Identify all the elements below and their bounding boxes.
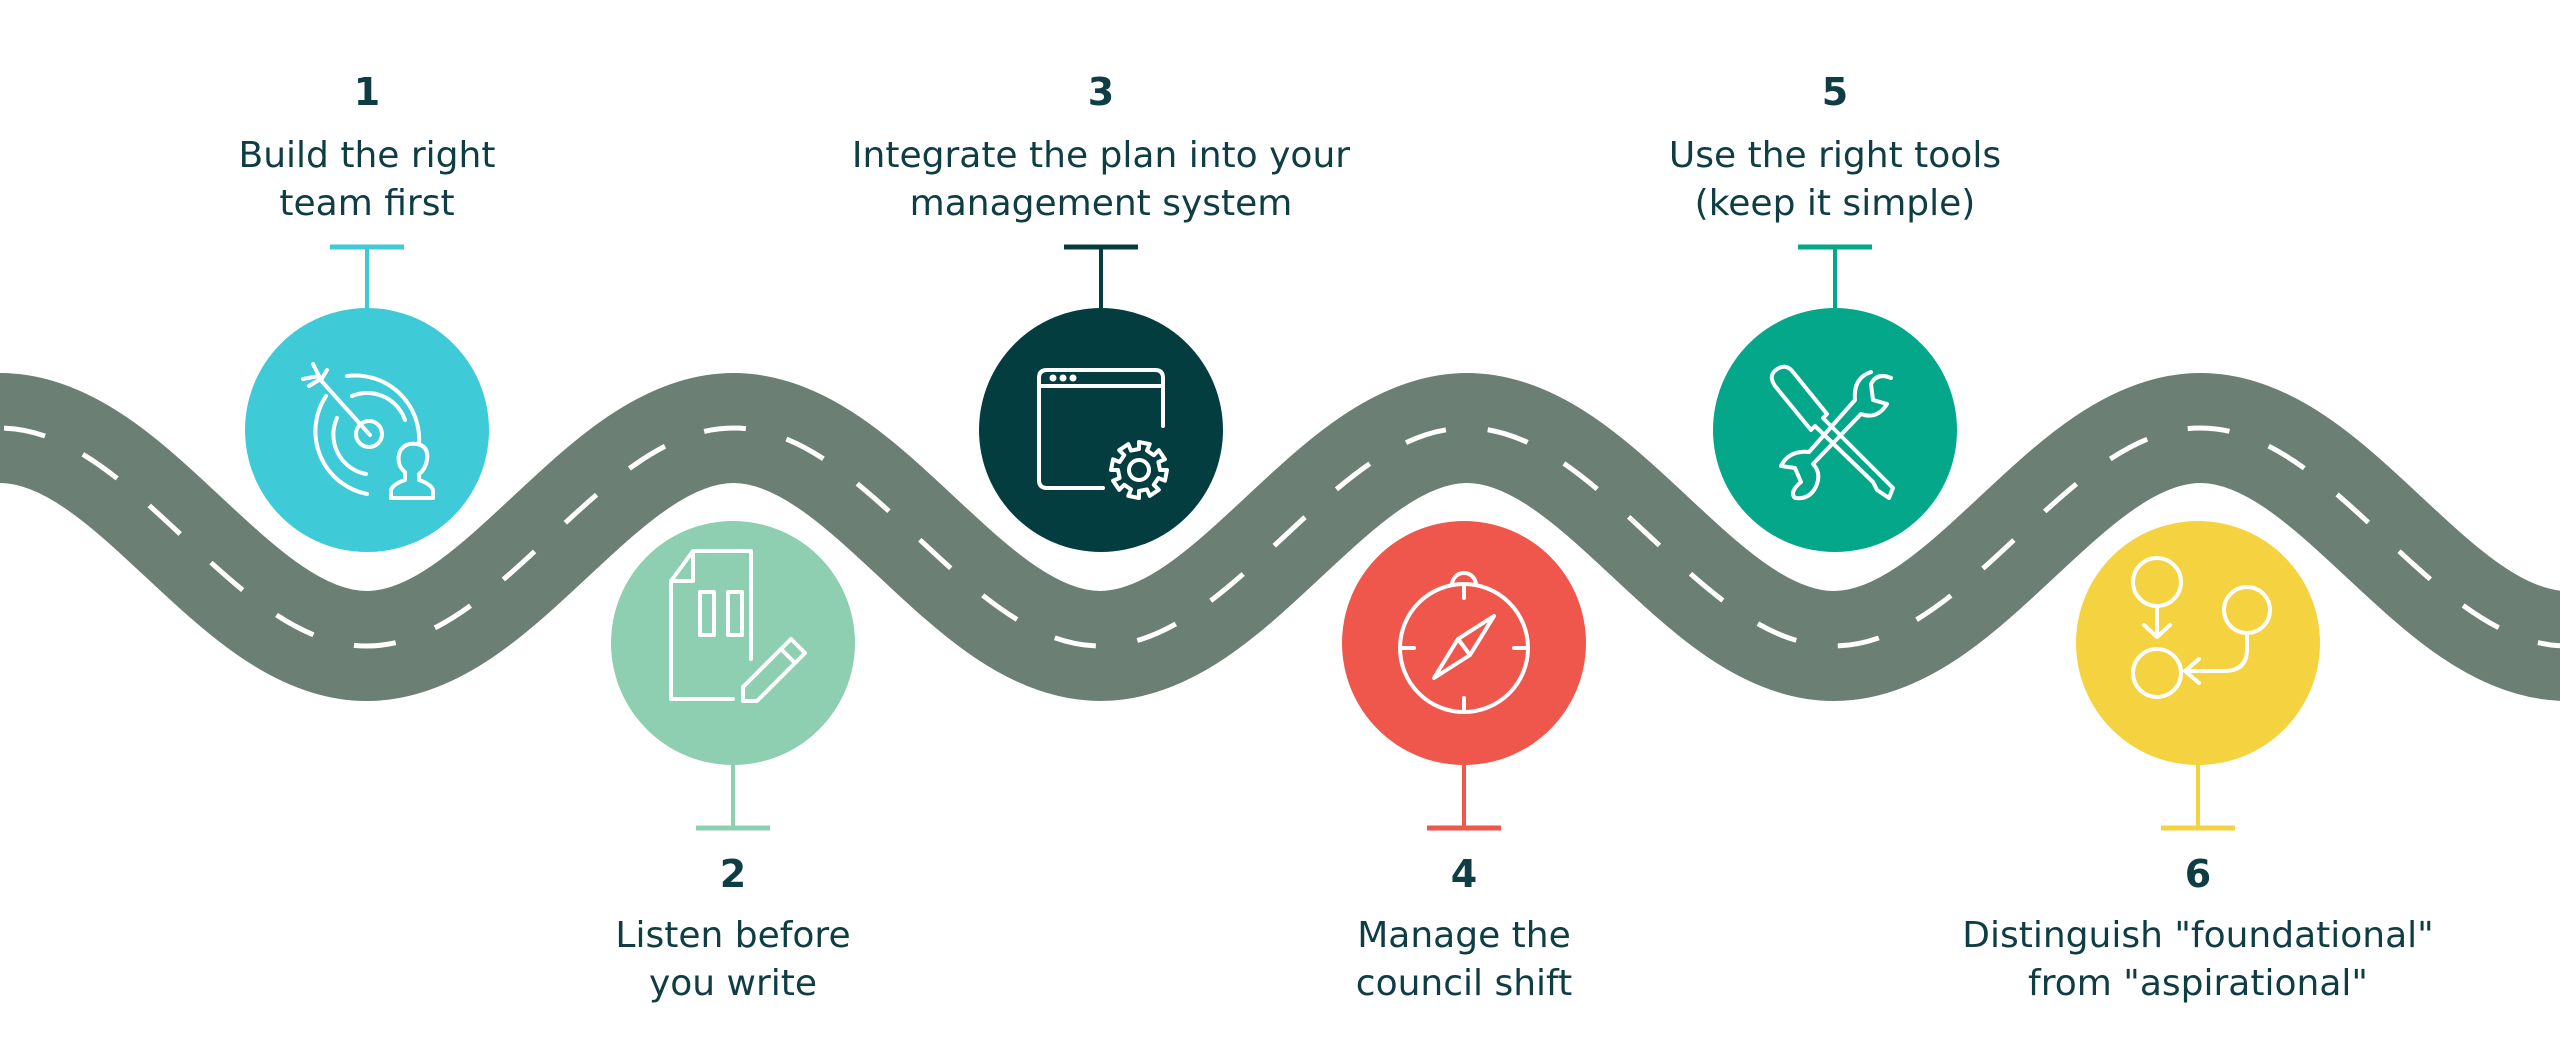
flow-nodes-icon [2131,556,2272,699]
step-title-line: Distinguish "foundational" [1962,915,2434,956]
step-title-line: Listen before [615,915,851,956]
step-number: 1 [353,70,381,114]
step-number: 3 [1087,70,1115,114]
compass-icon [1398,571,1530,714]
road [0,372,2560,702]
tools-icon [1769,364,1895,501]
step-title-line: Build the right [238,135,496,176]
step-circle [611,521,855,765]
step-4-marker [1342,521,1586,831]
step-title-line: management system [909,183,1293,224]
step-1-marker [245,244,489,552]
step-5-marker [1713,244,1957,552]
step-title-line: Manage the [1357,915,1571,956]
step-title-line: you write [648,963,818,1004]
step-circle [979,308,1223,552]
step-circle [2076,521,2320,765]
step-3-marker [979,244,1223,552]
step-title-line: Use the right tools [1668,135,2002,176]
step-title-line: Integrate the plan into your [851,135,1351,176]
step-number: 2 [719,852,747,896]
step-2-label: 2 Listen before you write [383,852,1083,1008]
document-pencil-icon [669,549,807,703]
step-number: 4 [1450,852,1478,896]
step-6-label: 6 Distinguish "foundational" from "aspir… [1848,852,2548,1008]
step-2-marker [611,521,855,831]
step-6-marker [2076,521,2320,831]
step-title-line: team first [279,183,455,224]
step-title-line: from "aspirational" [2028,963,2368,1004]
step-1-label: 1 Build the right team first [17,70,717,228]
browser-gear-icon [1037,368,1169,500]
step-number: 5 [1821,70,1849,114]
step-5-label: 5 Use the right tools (keep it simple) [1485,70,2185,228]
target-person-icon [301,362,435,500]
step-title-line: council shift [1355,963,1573,1004]
step-title-line: (keep it simple) [1694,183,1976,224]
step-circle [1342,521,1586,765]
step-3-label: 3 Integrate the plan into your managemen… [751,70,1451,228]
step-4-label: 4 Manage the council shift [1114,852,1814,1008]
step-number: 6 [2184,852,2212,896]
